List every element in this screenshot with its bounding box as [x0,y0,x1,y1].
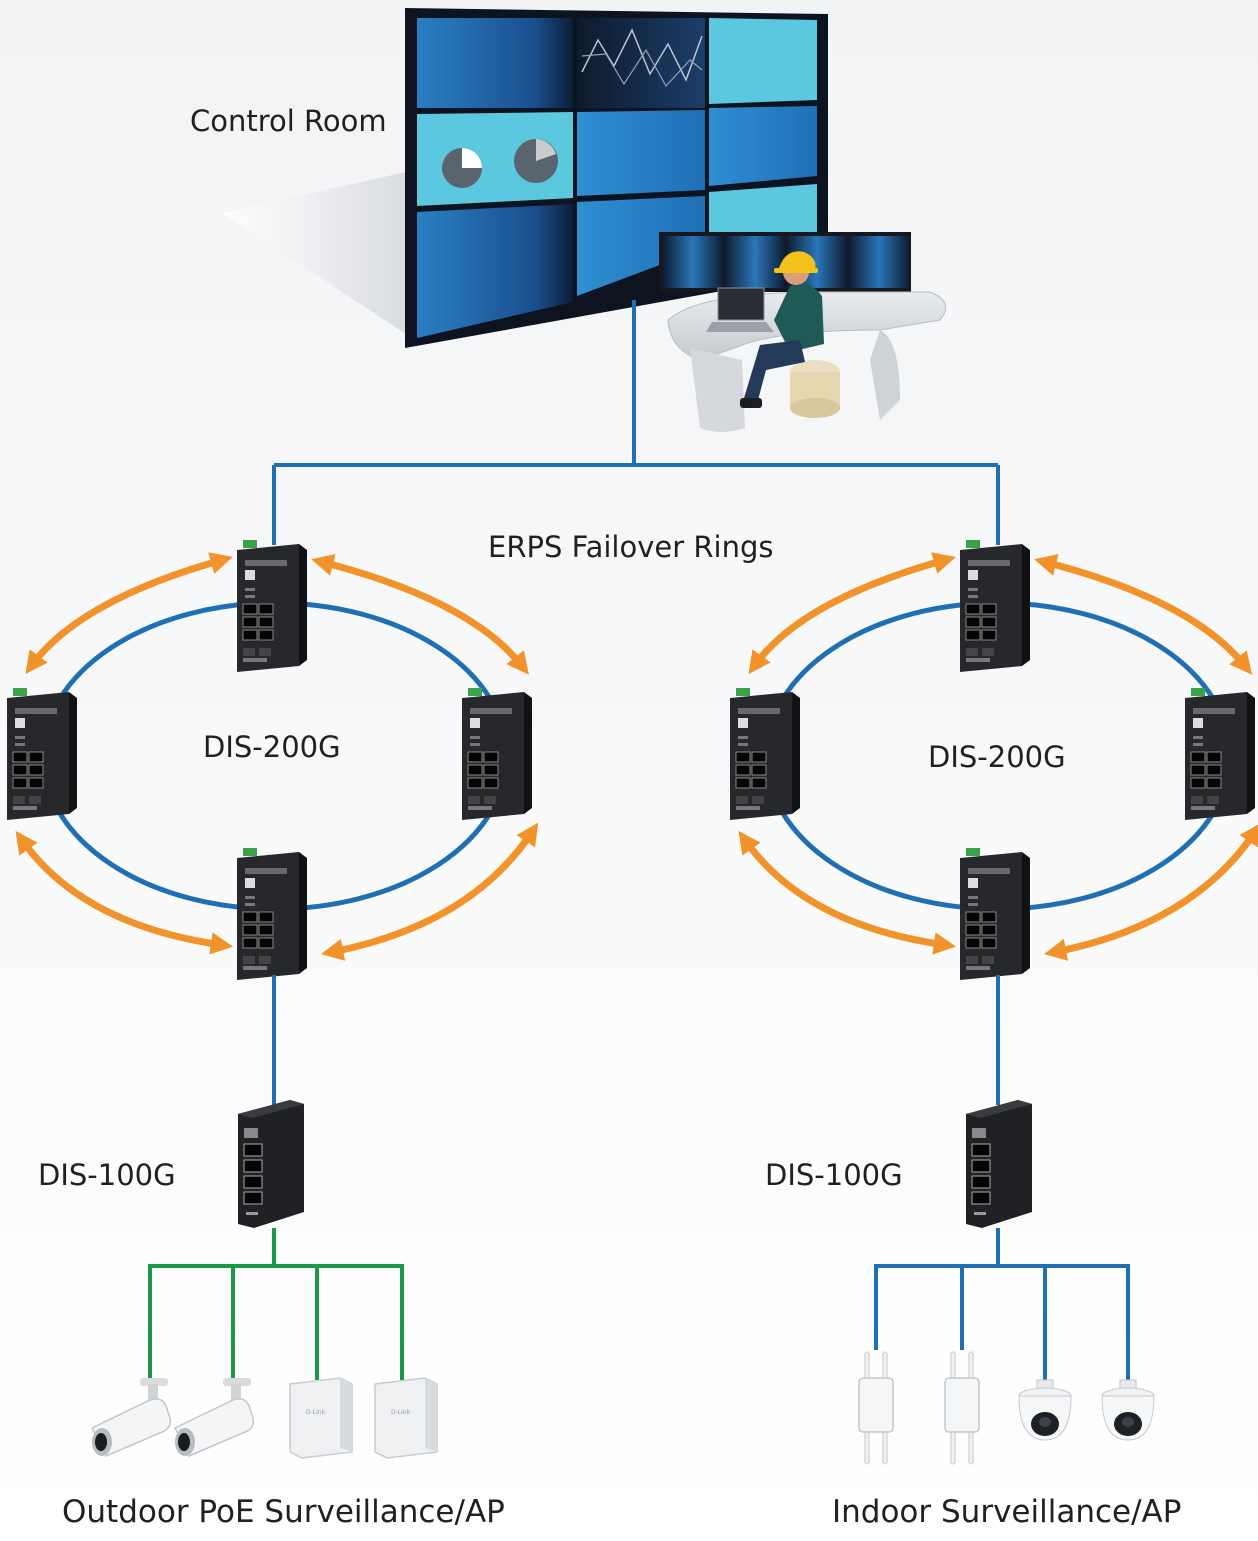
control-room-label: Control Room [190,104,387,138]
edge-switch-left [237,1099,305,1229]
bullet-camera-icon [174,1377,255,1457]
operator-workstation [659,232,947,432]
devices-left-label: Outdoor PoE Surveillance/AP [62,1494,505,1530]
video-wall [405,8,828,348]
backbone-links [272,300,1000,545]
dome-camera-icon [1018,1379,1072,1441]
access-point-icon [289,1377,353,1459]
dome-camera-icon [1101,1379,1155,1441]
edge-right-label: DIS-100G [765,1158,903,1192]
ring-right-label: DIS-200G [928,740,1066,774]
indoor-links [874,1228,1130,1380]
erps-label: ERPS Failover Rings [488,530,774,564]
indoor-access-point-icon [858,1351,894,1465]
failover-arrows [15,552,1258,961]
access-point-icon [374,1377,438,1459]
projection-beam [222,170,415,340]
devices-right-label: Indoor Surveillance/AP [832,1494,1182,1530]
ring-left-label: DIS-200G [203,730,341,764]
indoor-access-point-icon [944,1351,980,1465]
edge-switch-right [965,1099,1033,1229]
bullet-camera-icon [91,1377,172,1457]
uplink-to-edge [272,975,1000,1105]
poe-links [148,1228,404,1380]
edge-left-label: DIS-100G [38,1158,176,1192]
